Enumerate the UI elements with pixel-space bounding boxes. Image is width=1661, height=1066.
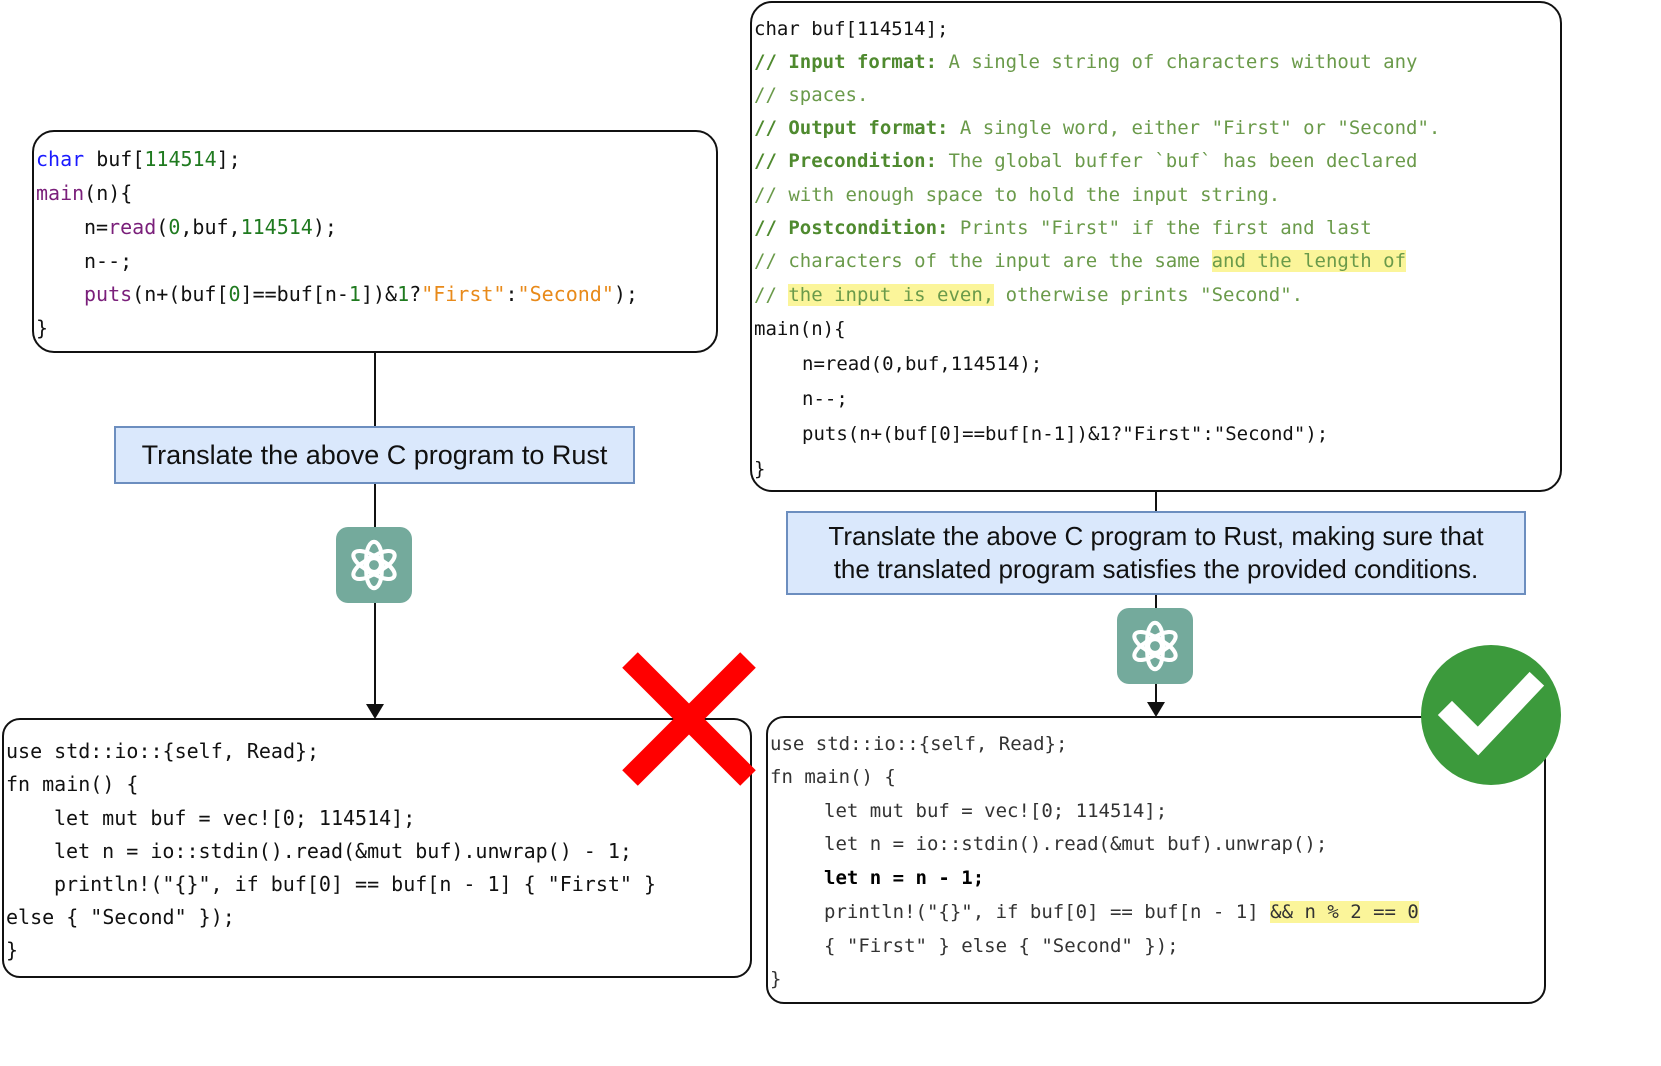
right-connector-top — [1155, 491, 1157, 513]
c-line-4: n--; — [84, 249, 133, 273]
left-prompt-text: Translate the above C program to Rust — [141, 439, 608, 470]
rc-code-1: main(n){ — [754, 318, 846, 340]
rr-line-1: use std::io::{self, Read}; — [770, 733, 1068, 755]
right-arrowhead — [1147, 702, 1165, 717]
green-check-icon — [1421, 645, 1561, 785]
left-connector-mid — [374, 482, 376, 530]
rust-line-7: } — [6, 938, 19, 962]
rc-postcondition: // Postcondition: Prints "First" if the … — [754, 217, 1372, 239]
c-line-6: } — [36, 316, 49, 340]
rust-line-6: else { "Second" }); — [6, 905, 235, 929]
rust-line-4: let n = io::stdin().read(&mut buf).unwra… — [54, 839, 632, 863]
rc-code-3: n--; — [802, 388, 848, 410]
rc-code-2: n=read(0,buf,114514); — [802, 353, 1043, 375]
rc-pre-cont: // with enough space to hold the input s… — [754, 184, 1281, 206]
highlight-length: and the length of — [1211, 250, 1407, 272]
rc-output-format: // Output format: A single word, either … — [754, 117, 1441, 139]
right-connector-bottom — [1155, 683, 1157, 705]
left-chatgpt-logo — [336, 527, 412, 603]
rust-line-2: fn main() { — [6, 772, 139, 796]
openai-logo-icon — [1132, 620, 1178, 672]
rr-line-8: } — [770, 968, 782, 990]
right-prompt-line-2: the translated program satisfies the pro… — [833, 554, 1479, 584]
right-connector-mid — [1155, 593, 1157, 610]
red-cross-icon — [622, 652, 756, 786]
openai-logo-icon — [351, 539, 397, 591]
rr-line-3: let mut buf = vec![0; 114514]; — [824, 800, 1168, 822]
c-line-3: n=read(0,buf,114514); — [84, 215, 337, 239]
c-line-2: main(n){ — [36, 181, 133, 205]
rr-line-2: fn main() { — [770, 766, 896, 788]
rc-line-1: char buf[114514]; — [754, 18, 949, 40]
rc-post-cont2: // the input is even, otherwise prints "… — [754, 284, 1304, 306]
rr-line-4: let n = io::stdin().read(&mut buf).unwra… — [824, 833, 1328, 855]
rc-precondition: // Precondition: The global buffer `buf`… — [754, 150, 1418, 172]
rc-code-4: puts(n+(buf[0]==buf[n-1])&1?"First":"Sec… — [802, 423, 1329, 445]
left-prompt-box: Translate the above C program to Rust — [114, 426, 635, 484]
rr-line-6: println!("{}", if buf[0] == buf[n - 1] &… — [824, 901, 1419, 923]
left-c-program-box: char buf[114514]; main(n){ n=read(0,buf,… — [32, 130, 718, 353]
highlight-even-check: && n % 2 == 0 — [1270, 901, 1419, 923]
left-connector-top — [374, 352, 376, 428]
right-chatgpt-logo — [1117, 608, 1193, 684]
rc-post-cont1: // characters of the input are the same … — [754, 250, 1407, 272]
left-rust-output-box: use std::io::{self, Read}; fn main() { l… — [2, 718, 752, 978]
rust-line-3: let mut buf = vec![0; 114514]; — [54, 806, 416, 830]
right-prompt-line-1: Translate the above C program to Rust, m… — [828, 521, 1484, 551]
rust-line-5: println!("{}", if buf[0] == buf[n - 1] {… — [54, 872, 657, 896]
rust-line-1: use std::io::{self, Read}; — [6, 739, 320, 763]
rc-code-5: } — [754, 458, 766, 480]
rc-input-cont: // spaces. — [754, 84, 869, 106]
right-c-program-box: char buf[114514]; // Input format: A sin… — [750, 1, 1562, 492]
left-arrowhead — [366, 704, 384, 719]
left-connector-bottom — [374, 602, 376, 706]
c-line-1: char buf[114514]; — [36, 147, 241, 171]
rr-line-5: let n = n - 1; — [824, 867, 985, 889]
c-line-5: puts(n+(buf[0]==buf[n-1])&1?"First":"Sec… — [84, 282, 638, 306]
rr-line-7: { "First" } else { "Second" }); — [824, 935, 1179, 957]
rc-input-format: // Input format: A single string of char… — [754, 51, 1418, 73]
highlight-even: the input is even, — [788, 284, 995, 306]
right-prompt-box: Translate the above C program to Rust, m… — [786, 511, 1526, 595]
